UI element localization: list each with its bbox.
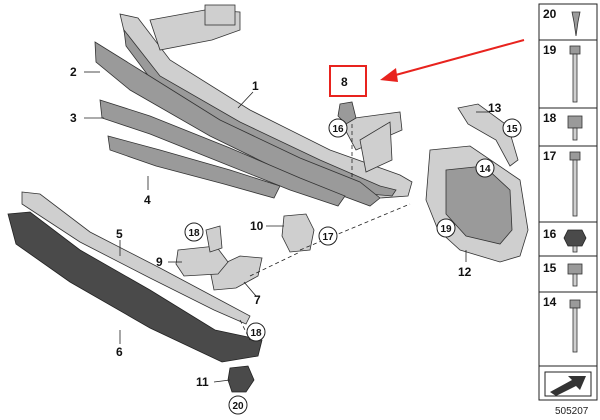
bracket-10	[281, 213, 315, 253]
callout-9: 9	[156, 255, 163, 269]
sidebar-label-18: 18	[543, 111, 557, 125]
circled-16: 16	[328, 118, 348, 138]
red-arrow	[380, 39, 525, 82]
direction-arrow-icon	[544, 371, 592, 397]
callout-4: 4	[144, 193, 151, 207]
svg-text:17: 17	[322, 232, 334, 243]
callout-10: 10	[250, 219, 264, 233]
circled-19: 19	[436, 218, 456, 238]
callout-8: 8	[341, 75, 348, 89]
reference-number: 505207	[555, 406, 589, 417]
callout-2: 2	[70, 65, 77, 79]
circled-14: 14	[475, 158, 495, 178]
callout-12: 12	[458, 265, 472, 279]
bracket-9	[175, 225, 229, 277]
callout-13: 13	[488, 101, 502, 115]
bracket-13	[457, 103, 519, 167]
leader-lines	[84, 71, 490, 383]
assembly-lines	[239, 124, 411, 341]
sidebar-label-19: 19	[543, 43, 557, 57]
circled-17: 17	[318, 226, 338, 246]
svg-text:18: 18	[188, 228, 200, 239]
circled-18-lower: 18	[246, 322, 266, 342]
highlight-box	[329, 65, 367, 97]
fastener-sidebar: 20 19 18 17 16 15 14	[538, 3, 598, 401]
svg-text:15: 15	[506, 124, 518, 135]
sidebar-label-15: 15	[543, 261, 557, 275]
clip-8	[337, 101, 357, 125]
circled-20: 20	[228, 395, 248, 415]
sidebar-label-17: 17	[543, 149, 557, 163]
svg-text:16: 16	[332, 124, 344, 135]
lower-trim	[7, 211, 263, 363]
callout-7: 7	[254, 293, 261, 307]
callout-5: 5	[116, 227, 123, 241]
deformation-element-lower	[107, 135, 281, 199]
bumper-strip	[21, 191, 251, 325]
sidebar-label-20: 20	[543, 7, 557, 21]
circled-15: 15	[502, 118, 522, 138]
svg-text:18: 18	[250, 328, 262, 339]
sidebar-label-16: 16	[543, 227, 557, 241]
bumper-carrier	[119, 4, 413, 199]
circled-18-upper: 18	[184, 222, 204, 242]
svg-text:19: 19	[440, 224, 452, 235]
sidebar-label-14: 14	[543, 295, 557, 309]
callout-1: 1	[252, 79, 259, 93]
callout-3: 3	[70, 111, 77, 125]
callout-11: 11	[196, 375, 209, 389]
clip-11	[227, 365, 255, 393]
deformation-element-middle	[99, 99, 346, 207]
callout-6: 6	[116, 345, 123, 359]
deformation-element-upper	[94, 41, 381, 207]
svg-text:20: 20	[232, 401, 244, 412]
svg-text:14: 14	[479, 164, 491, 175]
